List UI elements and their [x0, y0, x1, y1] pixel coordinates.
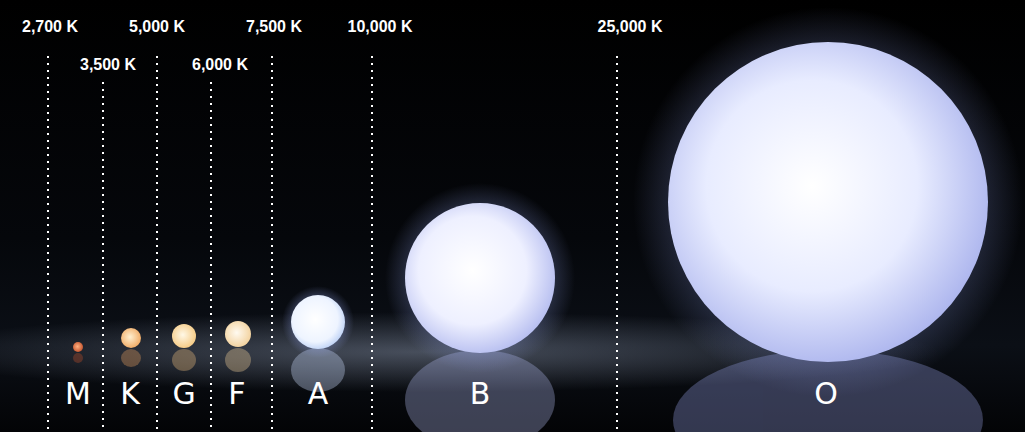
spectral-class: A: [308, 376, 329, 411]
temperature-label: 5,000 K: [129, 18, 185, 36]
spectral-class: O: [814, 376, 838, 411]
spectral-class: M: [65, 376, 91, 411]
temperature-label: 2,700 K: [22, 18, 78, 36]
spectral-class: F: [228, 376, 245, 411]
temperature-label: 25,000 K: [598, 18, 663, 36]
spectral-class: B: [470, 376, 491, 411]
temperature-label: 10,000 K: [348, 18, 413, 36]
temperature-label: 3,500 K: [80, 56, 136, 74]
temperature-label: 6,000 K: [192, 56, 248, 74]
spectral-class: G: [172, 376, 195, 411]
temperature-label: 7,500 K: [246, 18, 302, 36]
spectral-class: K: [120, 376, 140, 411]
